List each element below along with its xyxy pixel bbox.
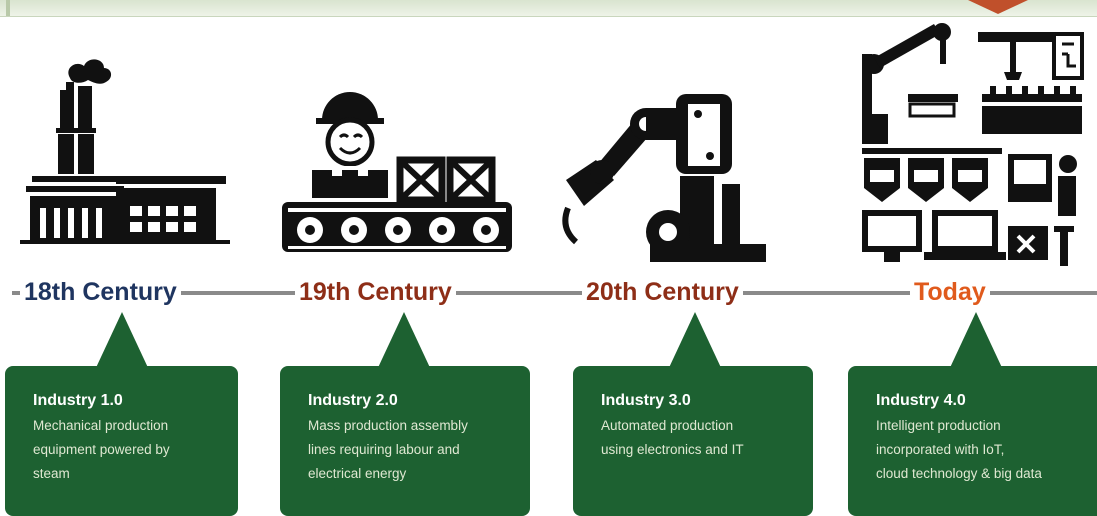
banner-corner (6, 0, 10, 16)
era-label-20th-century: 20th Century (582, 276, 743, 308)
down-arrow-icon (968, 0, 1028, 14)
card-title: Industry 4.0 (876, 392, 966, 409)
timeline-line (12, 291, 1097, 295)
card-description: Mechanical production equipment powered … (33, 418, 170, 481)
robotic-arm-icon (562, 94, 766, 262)
card-description: Automated production using electronics a… (601, 418, 744, 457)
industry-card-2: Industry 2.0 Mass production assembly li… (280, 366, 530, 516)
card-pointer (667, 312, 723, 372)
top-banner-strip (0, 0, 1097, 17)
card-pointer (94, 312, 150, 372)
steam-factory-icon (20, 59, 230, 244)
era-label-18th-century: 18th Century (20, 276, 181, 308)
era-label-19th-century: 19th Century (295, 276, 456, 308)
smart-factory-icon (862, 23, 1084, 266)
industry-card-3: Industry 3.0 Automated production using … (573, 366, 813, 516)
card-pointer (948, 312, 1004, 372)
industry-card-4: Industry 4.0 Intelligent production inco… (848, 366, 1097, 516)
era-label-today: Today (910, 276, 990, 308)
card-pointer (376, 312, 432, 372)
card-title: Industry 3.0 (601, 392, 691, 409)
assembly-line-worker-icon (282, 92, 512, 252)
industry-card-1: Industry 1.0 Mechanical production equip… (5, 366, 238, 516)
card-title: Industry 2.0 (308, 392, 398, 409)
card-description: Intelligent production incorporated with… (876, 418, 1042, 481)
card-description: Mass production assembly lines requiring… (308, 418, 468, 481)
card-title: Industry 1.0 (33, 392, 123, 409)
